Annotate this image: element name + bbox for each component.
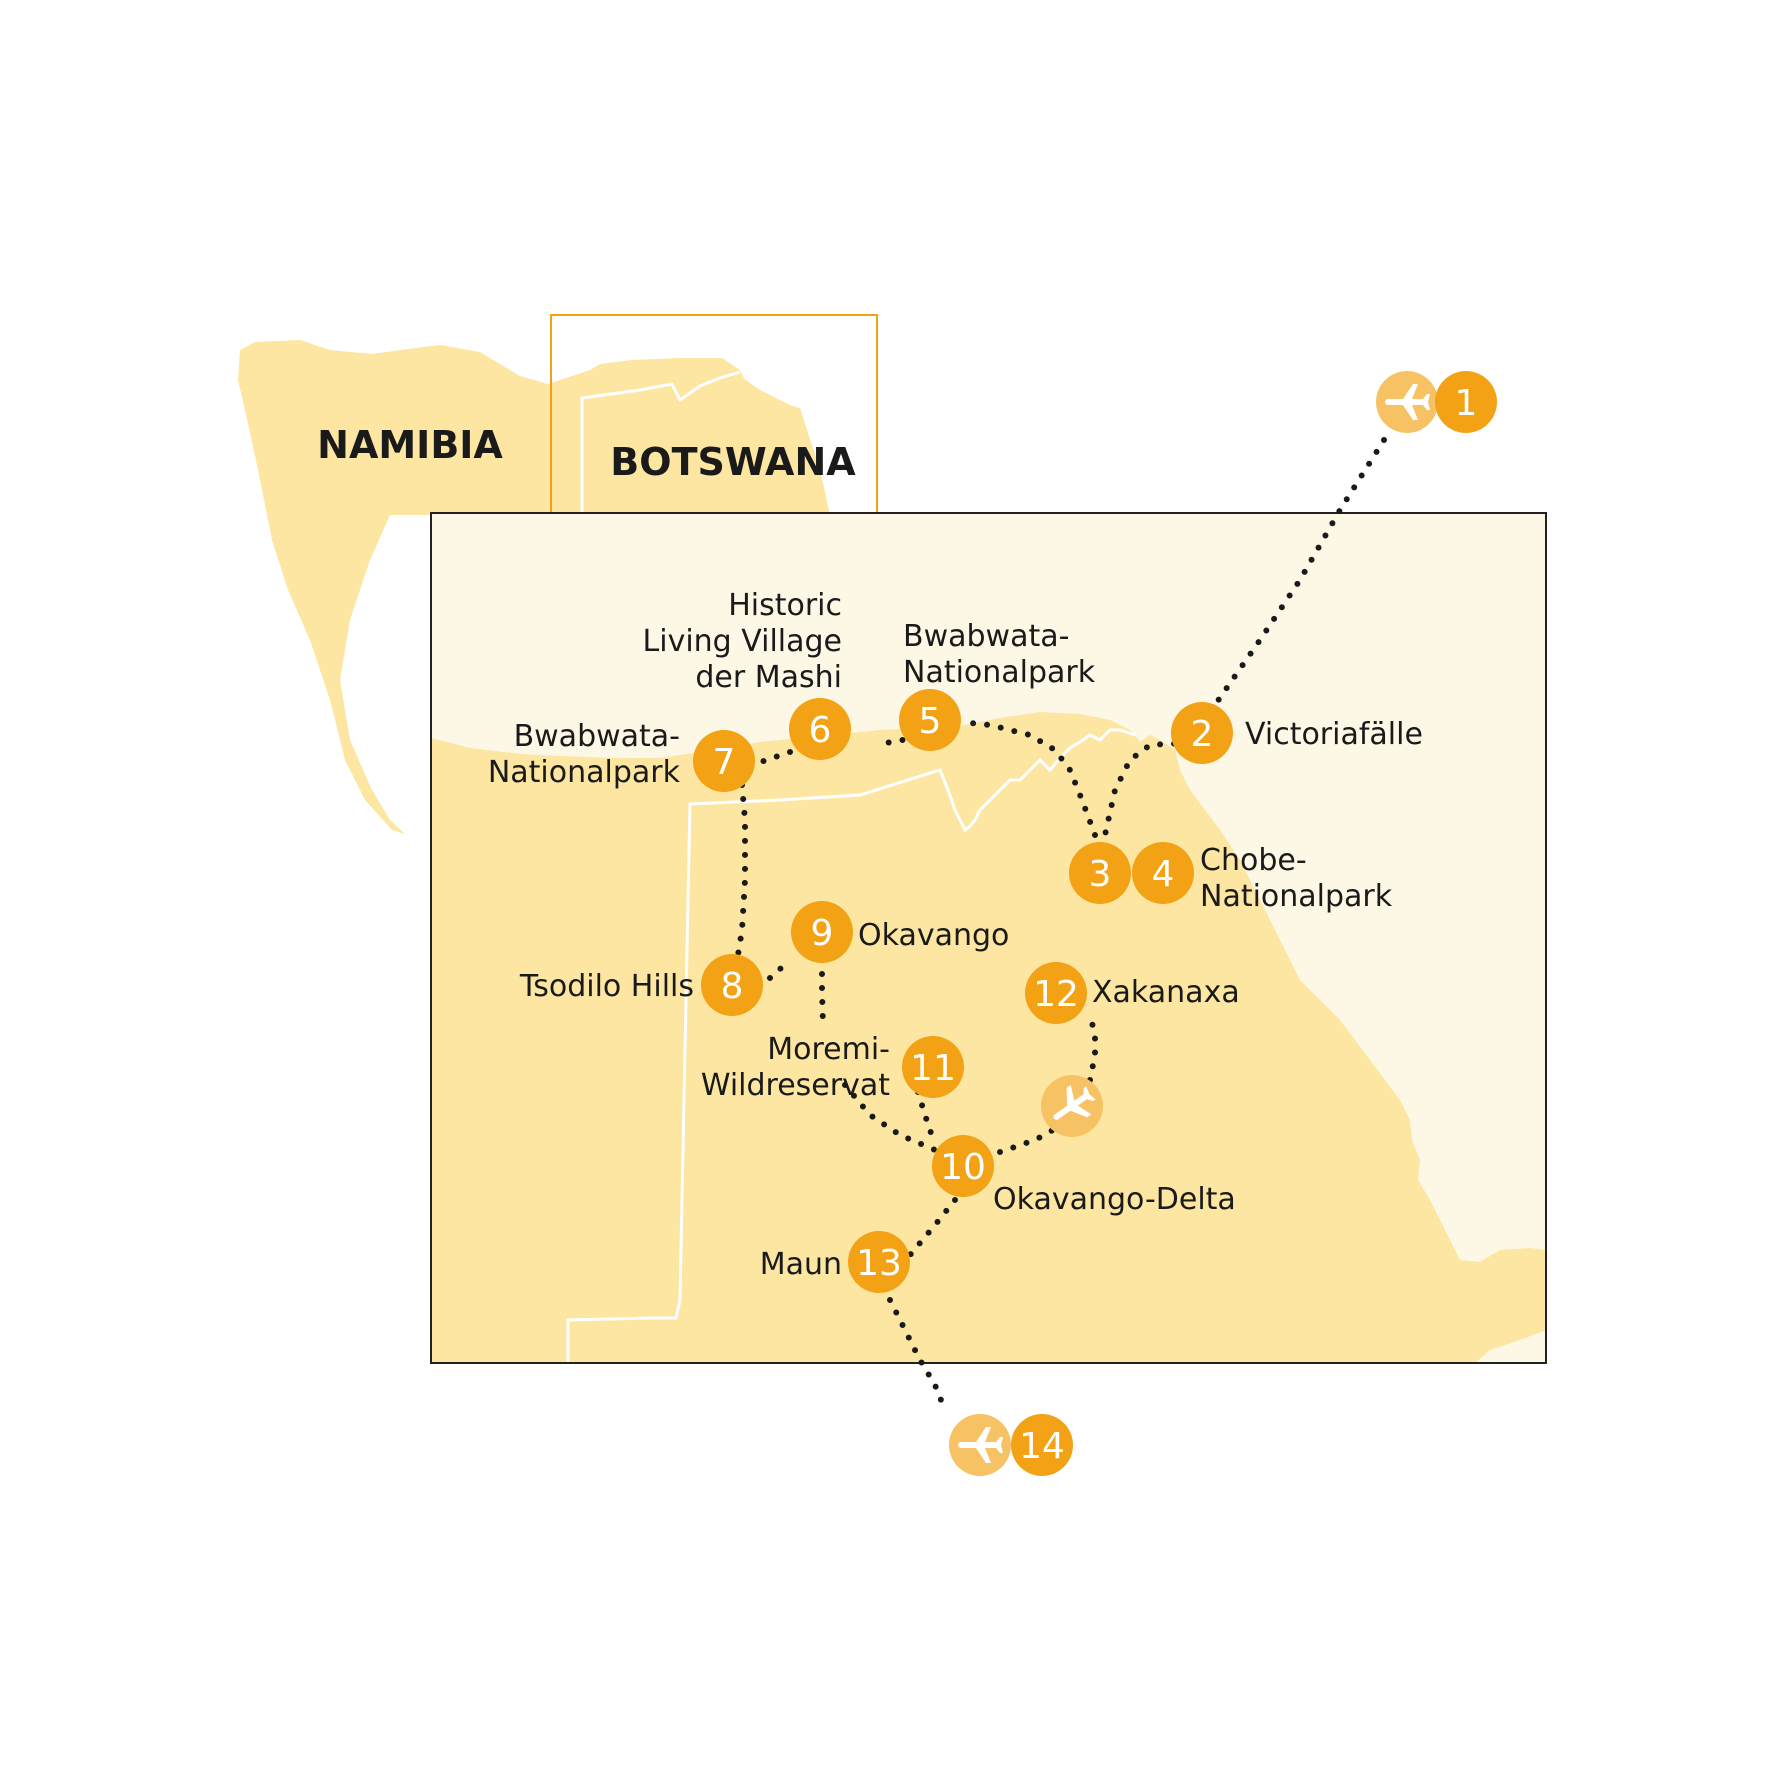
label-stop-11: Moremi-Wildreservat — [701, 1032, 890, 1103]
stop-number: 4 — [1152, 854, 1175, 895]
stop-marker-6[interactable]: 6 — [789, 698, 851, 760]
country-label-botswana: BOTSWANA — [610, 440, 856, 484]
stop-marker-circle — [1171, 702, 1233, 764]
route-lines — [735, 437, 1387, 1413]
detail-land-shape — [431, 712, 1546, 1363]
stop-marker-14[interactable]: 14 — [1011, 1414, 1073, 1476]
route-segment-5-6 — [872, 732, 933, 748]
stop-marker-circle — [1011, 1414, 1073, 1476]
stop-number: 6 — [809, 710, 832, 751]
stop-marker-circle — [791, 901, 853, 963]
stop-marker-circle — [789, 698, 851, 760]
route-segment-2-3 — [1102, 739, 1205, 838]
stop-marker-circle — [902, 1036, 964, 1098]
overview-border-line — [580, 370, 741, 515]
stop-marker-circle — [932, 1135, 994, 1197]
stop-number: 14 — [1019, 1426, 1065, 1467]
stop-marker-circle — [1025, 962, 1087, 1024]
stop-number: 9 — [811, 913, 834, 954]
label-stop-8: Tsodilo Hills — [519, 969, 694, 1004]
route-segment-3-5 — [957, 719, 1098, 838]
stop-marker-2[interactable]: 2 — [1171, 702, 1233, 764]
stop-marker-circle — [693, 730, 755, 792]
stop-marker-10[interactable]: 10 — [932, 1135, 994, 1197]
route-segment-moremi-10 — [842, 1082, 938, 1153]
route-segment-7-8 — [735, 782, 748, 958]
place-labels: Victoriafälle Chobe-Nationalpark Bwabwat… — [488, 588, 1423, 1282]
stop-number: 13 — [856, 1243, 902, 1284]
stop-number: 11 — [910, 1048, 956, 1089]
stop-marker-7[interactable]: 7 — [693, 730, 755, 792]
airplane-icon — [1053, 1084, 1096, 1120]
label-stop-2: Victoriafälle — [1245, 717, 1423, 752]
airplane-icon — [1385, 384, 1430, 420]
label-stop-13: Maun — [760, 1247, 842, 1282]
overview-botswana-shape — [582, 370, 828, 515]
route-segment-airstrip-12 — [1087, 1012, 1098, 1083]
stop-number: 8 — [721, 966, 744, 1007]
route-segment-9-moremi — [819, 957, 826, 1028]
stop-marker-4[interactable]: 4 — [1132, 842, 1194, 904]
stop-number: 5 — [919, 701, 942, 742]
stop-marker-12[interactable]: 12 — [1025, 962, 1087, 1024]
country-label-namibia: NAMIBIA — [317, 423, 503, 467]
stop-marker-13[interactable]: 13 — [848, 1231, 910, 1293]
stop-marker-circle — [899, 689, 961, 751]
route-segment-1-2 — [1212, 437, 1387, 708]
detail-map — [430, 512, 1547, 1364]
stop-marker-circle — [1132, 842, 1194, 904]
label-stop-12: Xakanaxa — [1092, 975, 1240, 1010]
stop-marker-9[interactable]: 9 — [791, 901, 853, 963]
stop-marker-1[interactable]: 1 — [1435, 371, 1497, 433]
stop-marker-circle — [701, 954, 763, 1016]
detail-border-line — [566, 728, 1136, 1363]
stop-number: 3 — [1089, 854, 1112, 895]
stop-marker-circle — [1435, 371, 1497, 433]
stop-marker-circle — [848, 1231, 910, 1293]
route-segment-13-14 — [887, 1297, 948, 1413]
stop-marker-8[interactable]: 8 — [701, 954, 763, 1016]
label-stop-10: Okavango-Delta — [993, 1182, 1236, 1217]
route-segment-10-13 — [907, 1197, 958, 1258]
stop-number: 2 — [1191, 714, 1214, 755]
label-stop-4: Chobe-Nationalpark — [1200, 843, 1393, 914]
stop-number: 7 — [713, 742, 736, 783]
label-stop-9: Okavango — [858, 918, 1009, 953]
stop-number: 10 — [940, 1147, 986, 1188]
airstrip-marker — [1041, 1075, 1103, 1137]
stop-marker-circle — [1069, 842, 1131, 904]
airport-marker — [949, 1414, 1011, 1476]
stop-marker-3[interactable]: 3 — [1069, 842, 1131, 904]
airplane-icon — [958, 1427, 1003, 1463]
stop-number: 1 — [1455, 383, 1478, 424]
label-stop-5: Bwabwata-Nationalpark — [903, 619, 1096, 690]
route-segment-8-9 — [767, 957, 793, 981]
label-stop-7: Bwabwata-Nationalpark — [488, 719, 681, 790]
stop-number: 12 — [1033, 974, 1079, 1015]
stop-marker-5[interactable]: 5 — [899, 689, 961, 751]
stop-marker-11[interactable]: 11 — [902, 1036, 964, 1098]
airport-marker — [1376, 371, 1438, 433]
